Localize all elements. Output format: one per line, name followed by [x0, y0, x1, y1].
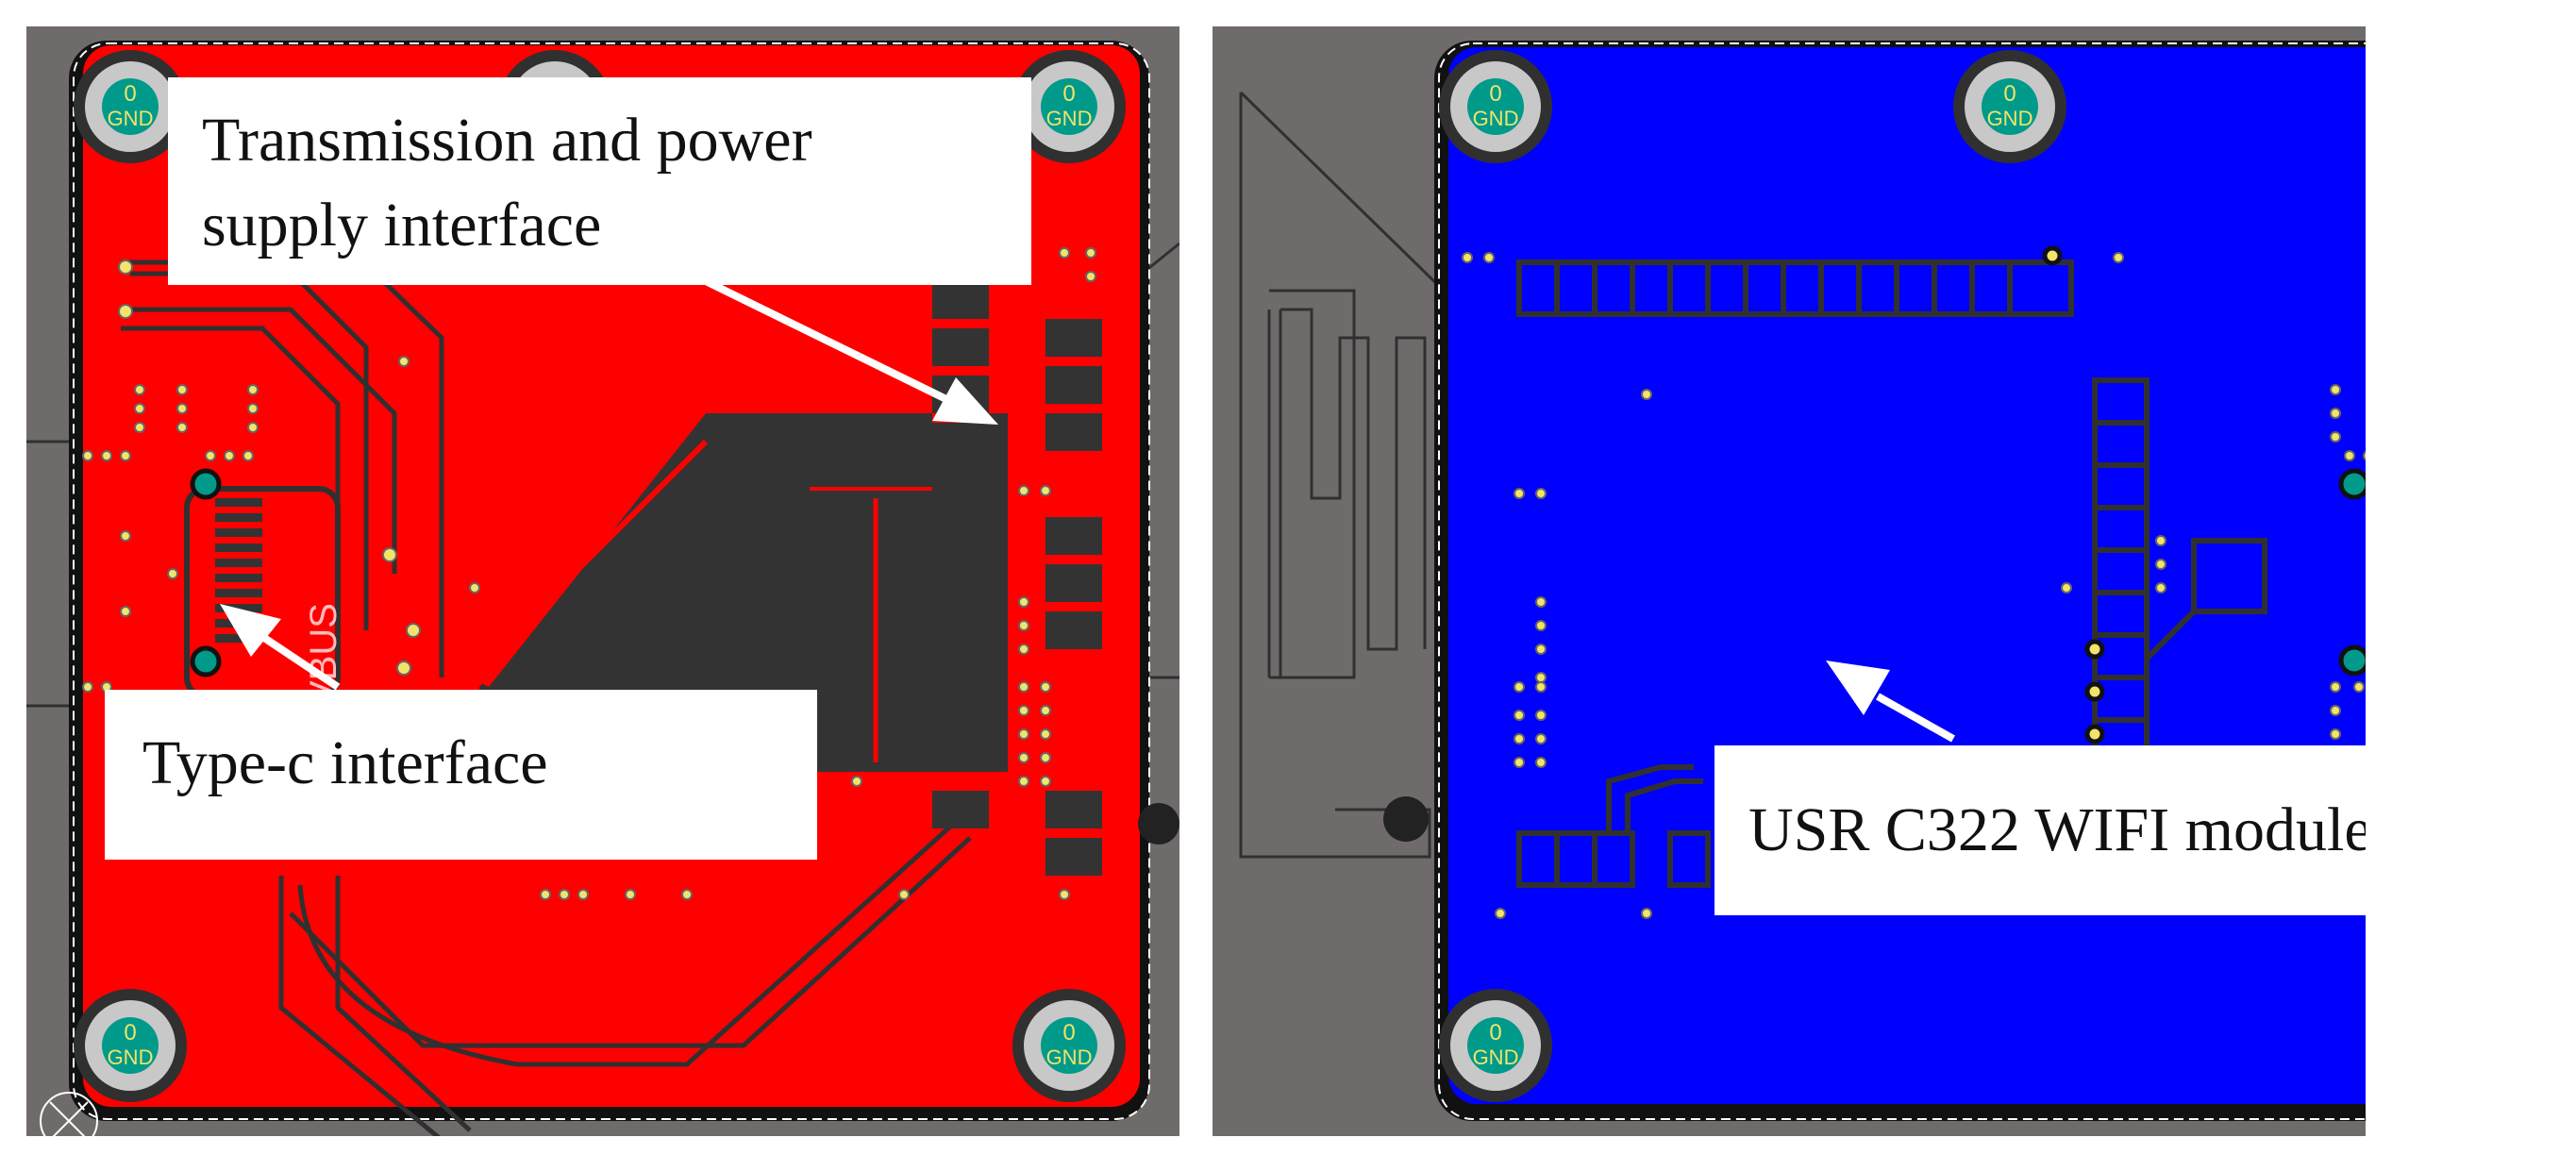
vias [1462, 245, 2366, 919]
copper-bottom [1448, 47, 2366, 1104]
silk-vbus: VBUS [303, 603, 344, 706]
arrow-typec [250, 627, 341, 691]
pcb-top-view: VBUS [26, 26, 1179, 1136]
svg-text:GND: GND [1046, 1046, 1093, 1069]
mounting-hole-bottom-left: 0 GND [1439, 989, 1552, 1102]
arrow-transmission [704, 277, 998, 425]
mounting-hole-top-left: 0 GND [1439, 50, 1552, 163]
header-top-row [1516, 259, 2074, 317]
mounting-hole-top-left: 0 GND [74, 50, 187, 163]
callout-transmission: Transmission and power supply interface [168, 77, 1031, 285]
svg-text:0: 0 [1489, 81, 1501, 107]
vias [82, 247, 1096, 900]
pcb-bottom-drawing: 0 GND 0 GND 0 GND 0 GND 0 GND [1239, 41, 2366, 1121]
mounting-hole-top-right: 0 GND [1012, 50, 1126, 163]
svg-text:0: 0 [2003, 81, 2016, 107]
svg-text:0: 0 [1489, 1020, 1501, 1046]
svg-text:GND: GND [108, 107, 154, 130]
svg-text:0: 0 [124, 81, 136, 107]
svg-text:GND: GND [1046, 107, 1093, 130]
mounting-hole-top-mid: 0 GND [1953, 50, 2066, 163]
connector-pads [932, 281, 1102, 876]
header-bottom-left [1516, 764, 1711, 888]
callout-transmission-line2: supply interface [202, 191, 602, 259]
svg-text:0: 0 [1062, 1020, 1075, 1046]
mounting-hole-bottom-right: 0 GND [1012, 989, 1126, 1102]
svg-text:GND: GND [1473, 107, 1519, 130]
header-vertical [2092, 377, 2267, 779]
svg-text:0: 0 [124, 1020, 136, 1046]
svg-text:GND: GND [1987, 107, 2033, 130]
svg-text:GND: GND [1473, 1046, 1519, 1069]
svg-text:0: 0 [1062, 81, 1075, 107]
pcb-bottom-view: 0 GND 0 GND 0 GND 0 GND 0 GND [1213, 26, 2366, 1136]
arrow-wifi [1876, 693, 1955, 743]
mounting-hole-bottom-left: 0 GND [74, 989, 187, 1102]
callout-wifi: USR C322 WIFI module [1715, 745, 2366, 915]
callout-typec: Type-c interface [105, 690, 817, 860]
arrow-wifi-head [1826, 661, 1890, 715]
svg-text:GND: GND [108, 1046, 154, 1069]
callout-transmission-line1: Transmission and power [202, 106, 812, 175]
arrow-typec-head [220, 604, 281, 657]
